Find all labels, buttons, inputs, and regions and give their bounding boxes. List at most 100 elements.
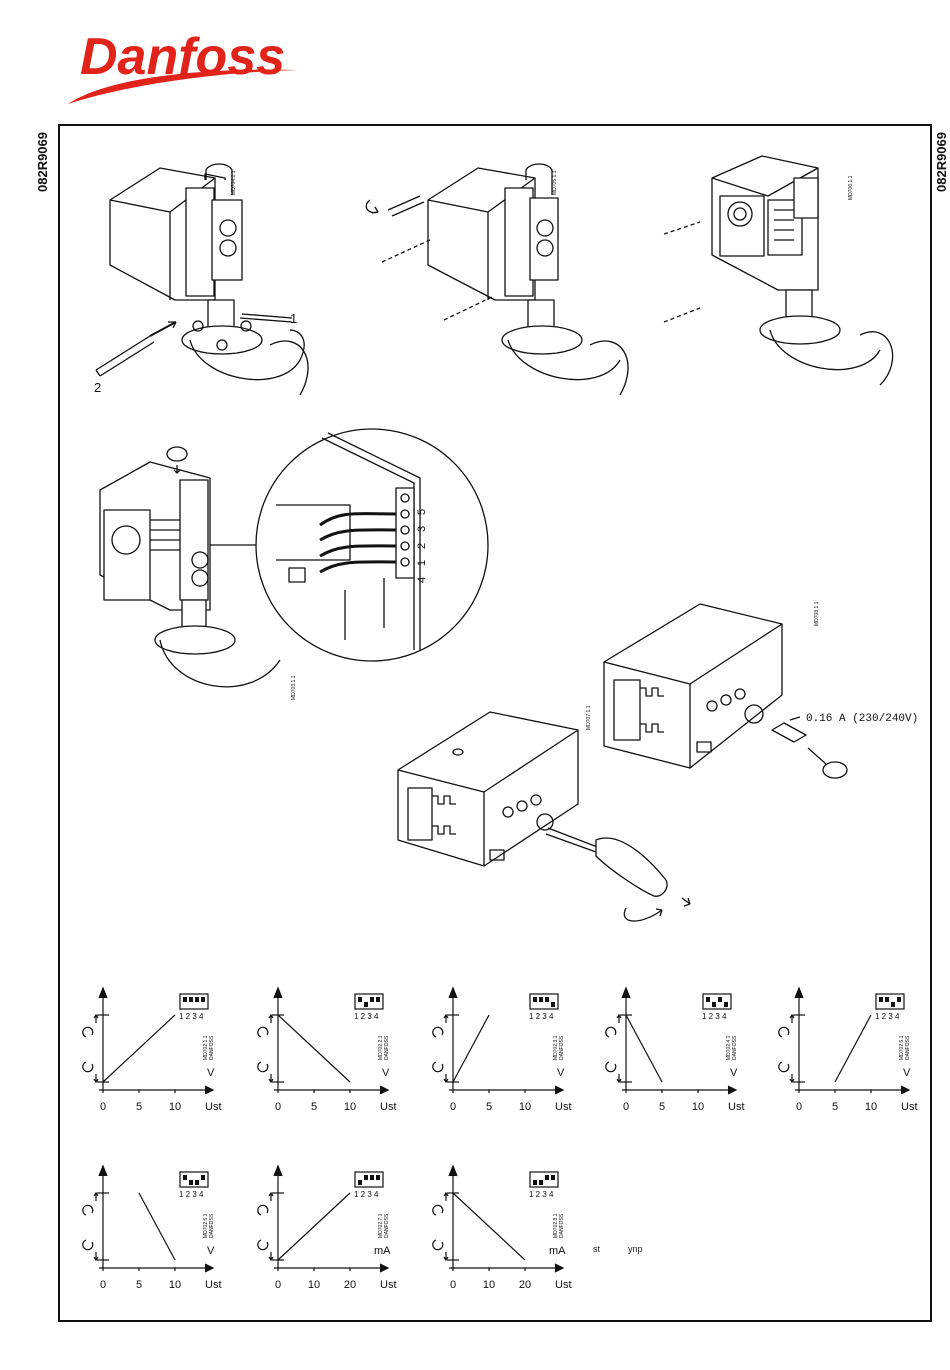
dip-switch-lever: [539, 1180, 543, 1185]
rotate-open-icon: [605, 1026, 617, 1038]
characteristic-line: [625, 1014, 663, 1083]
x-tick-label: 5: [136, 1101, 142, 1113]
arrow-up-icon: [93, 1191, 99, 1201]
arrow-up-icon: [268, 1191, 274, 1201]
callout-1: 1: [290, 311, 297, 326]
fig-fuse-module: 0.16 A (230/240V) MD708.1.1: [603, 601, 918, 779]
characteristic-line: [138, 1192, 176, 1261]
svg-text:4: 4: [416, 577, 428, 583]
x-tick-label: 10: [169, 1101, 181, 1113]
arrow-down-icon: [443, 1074, 449, 1084]
fig-remove-cover: MD705.1.1: [365, 163, 629, 396]
arrow-up-icon: [443, 1013, 449, 1023]
rotate-close-icon: [432, 1061, 444, 1073]
graph-maker: DANFOSS: [384, 1035, 390, 1060]
fig-remove-cover-screw: 1 2 MD704.1.1: [94, 163, 309, 396]
arrow-up-icon: [268, 1013, 274, 1023]
dip-switch-lever: [539, 997, 543, 1002]
dip-switch-lever: [897, 997, 901, 1002]
x-tick-label: 0: [623, 1101, 629, 1113]
characteristic-line: [277, 1192, 351, 1261]
fig-module-screwdriver: MD707.1.1: [397, 705, 691, 922]
rotate-open-icon: [82, 1026, 94, 1038]
arrow-down-icon: [93, 1074, 99, 1084]
graph-maker: DANFOSS: [559, 1035, 565, 1060]
x-tick-label: 10: [865, 1101, 877, 1113]
x-tick-label: 10: [308, 1279, 320, 1291]
svg-text:MD706.1.1: MD706.1.1: [848, 175, 854, 200]
arrow-up-icon: [789, 1013, 795, 1023]
graph-code: MD702.2.1: [378, 1035, 384, 1060]
x-tick-label: 5: [659, 1101, 665, 1113]
rotate-open-icon: [82, 1204, 94, 1216]
graph-code: MD702.5.1: [899, 1035, 905, 1060]
dip-switch-lever: [718, 997, 722, 1002]
graph-code: MD702.1.1: [203, 1035, 209, 1060]
x-tick-label: 5: [486, 1101, 492, 1113]
dip-switch-lever: [358, 997, 362, 1002]
x-tick-label: 0: [100, 1279, 106, 1291]
rotate-close-icon: [778, 1061, 790, 1073]
x-tick-label: 20: [519, 1279, 531, 1291]
x-tick-label: 5: [311, 1101, 317, 1113]
rotate-open-icon: [778, 1026, 790, 1038]
y-axis-arrow: [448, 1164, 458, 1177]
graph-code: MD702.3.1: [553, 1035, 559, 1060]
y-axis-arrow: [98, 1164, 108, 1177]
unit-label: mA: [549, 1245, 566, 1257]
unit-label: V: [557, 1067, 565, 1079]
unit-label: V: [382, 1067, 390, 1079]
x-axis-label: Ust: [728, 1101, 745, 1113]
rotate-close-icon: [605, 1061, 617, 1073]
svg-text:5: 5: [416, 509, 428, 515]
dip-switch-lever: [370, 997, 374, 1002]
dip-switch-numbers: 1 2 3 4: [529, 1190, 554, 1199]
characteristic-line: [834, 1014, 872, 1083]
rotate-close-icon: [432, 1239, 444, 1251]
rotate-close-icon: [257, 1061, 269, 1073]
callout-2: 2: [94, 380, 101, 395]
x-axis-label: Ust: [555, 1279, 572, 1291]
dip-switch-lever: [885, 997, 889, 1002]
instruction-frame: [58, 124, 932, 1322]
rotate-open-icon: [432, 1204, 444, 1216]
dip-switch-lever: [545, 997, 549, 1002]
arrow-up-icon: [443, 1191, 449, 1201]
x-axis-label: Ust: [380, 1101, 397, 1113]
dip-switch-lever: [189, 1180, 193, 1185]
rotate-close-icon: [82, 1239, 94, 1251]
x-axis-arrow: [379, 1263, 390, 1273]
svg-text:MD705.1.1: MD705.1.1: [552, 170, 558, 195]
characteristic-line: [452, 1014, 490, 1083]
fuse-label: 0.16 A (230/240V): [806, 713, 918, 725]
note-ynp: ynp: [628, 1244, 643, 1254]
dip-switch-lever: [891, 1002, 895, 1007]
x-axis-arrow: [900, 1085, 911, 1095]
rotate-close-icon: [82, 1061, 94, 1073]
y-axis-arrow: [273, 1164, 283, 1177]
y-axis-arrow: [98, 986, 108, 999]
x-tick-label: 0: [450, 1279, 456, 1291]
x-tick-label: 0: [450, 1101, 456, 1113]
fig-wiring: MD703.1.1 5 3 2 1 4: [99, 428, 489, 700]
svg-text:MD708.1.1: MD708.1.1: [814, 601, 820, 626]
dip-switch-numbers: 1 2 3 4: [529, 1012, 554, 1021]
logo-wordmark: Danfoss: [80, 28, 285, 86]
dip-switch-numbers: 1 2 3 4: [702, 1012, 727, 1021]
unit-label: V: [207, 1245, 215, 1257]
rotate-open-icon: [257, 1204, 269, 1216]
x-tick-label: 0: [796, 1101, 802, 1113]
arrow-up-icon: [93, 1013, 99, 1023]
arrow-down-icon: [789, 1074, 795, 1084]
x-tick-label: 5: [136, 1279, 142, 1291]
x-axis-arrow: [204, 1263, 215, 1273]
x-tick-label: 20: [344, 1279, 356, 1291]
dip-switch-lever: [376, 1175, 380, 1180]
graph-maker: DANFOSS: [732, 1035, 738, 1060]
